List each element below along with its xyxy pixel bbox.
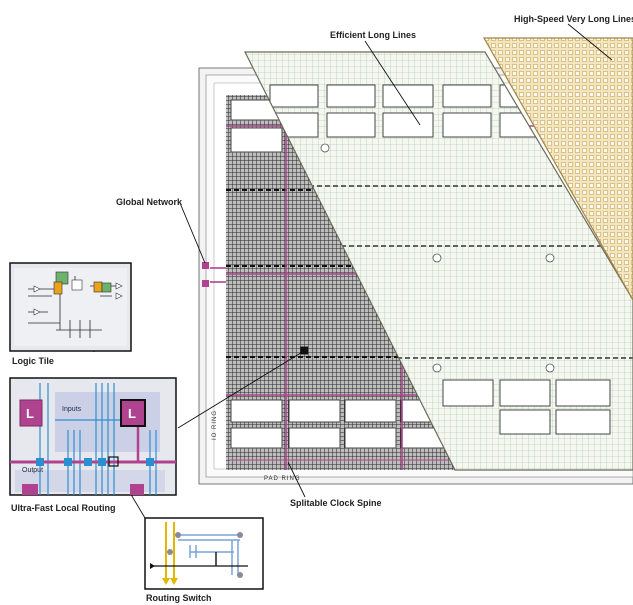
logic-tile-inset [10,263,131,351]
routing-switch-inset [145,518,263,589]
ultra-fast-local-routing-label: Ultra-Fast Local Routing [11,503,116,513]
logic-tile-carry [102,283,111,292]
logic-block-bottom [22,484,38,495]
logic-tile-lut-2 [54,282,62,294]
logic-block-center-letter: L [128,406,136,421]
logic-tile-label: Logic Tile [12,356,54,366]
splitable-clock-spine-label: Splitable Clock Spine [290,498,382,508]
high-speed-long-lines-label: High-Speed Very Long Lines [514,14,633,24]
global-network-label: Global Network [116,197,182,207]
logic-block-bottom-right [130,484,144,495]
logic-block-left-letter: L [26,406,34,421]
output-label: Output [22,467,43,474]
routing-switch-label: Routing Switch [146,593,212,603]
local-routing-inset: L L Inputs Output [10,378,176,495]
logic-tile-mux [94,282,102,292]
global-network-pad-bottom [202,280,209,287]
efficient-long-lines-label: Efficient Long Lines [330,30,416,40]
inputs-label: Inputs [62,406,82,413]
global-network-pad-top [202,262,209,269]
logic-tile-flop [72,280,82,290]
io-ring-label: IO RING [212,410,218,440]
